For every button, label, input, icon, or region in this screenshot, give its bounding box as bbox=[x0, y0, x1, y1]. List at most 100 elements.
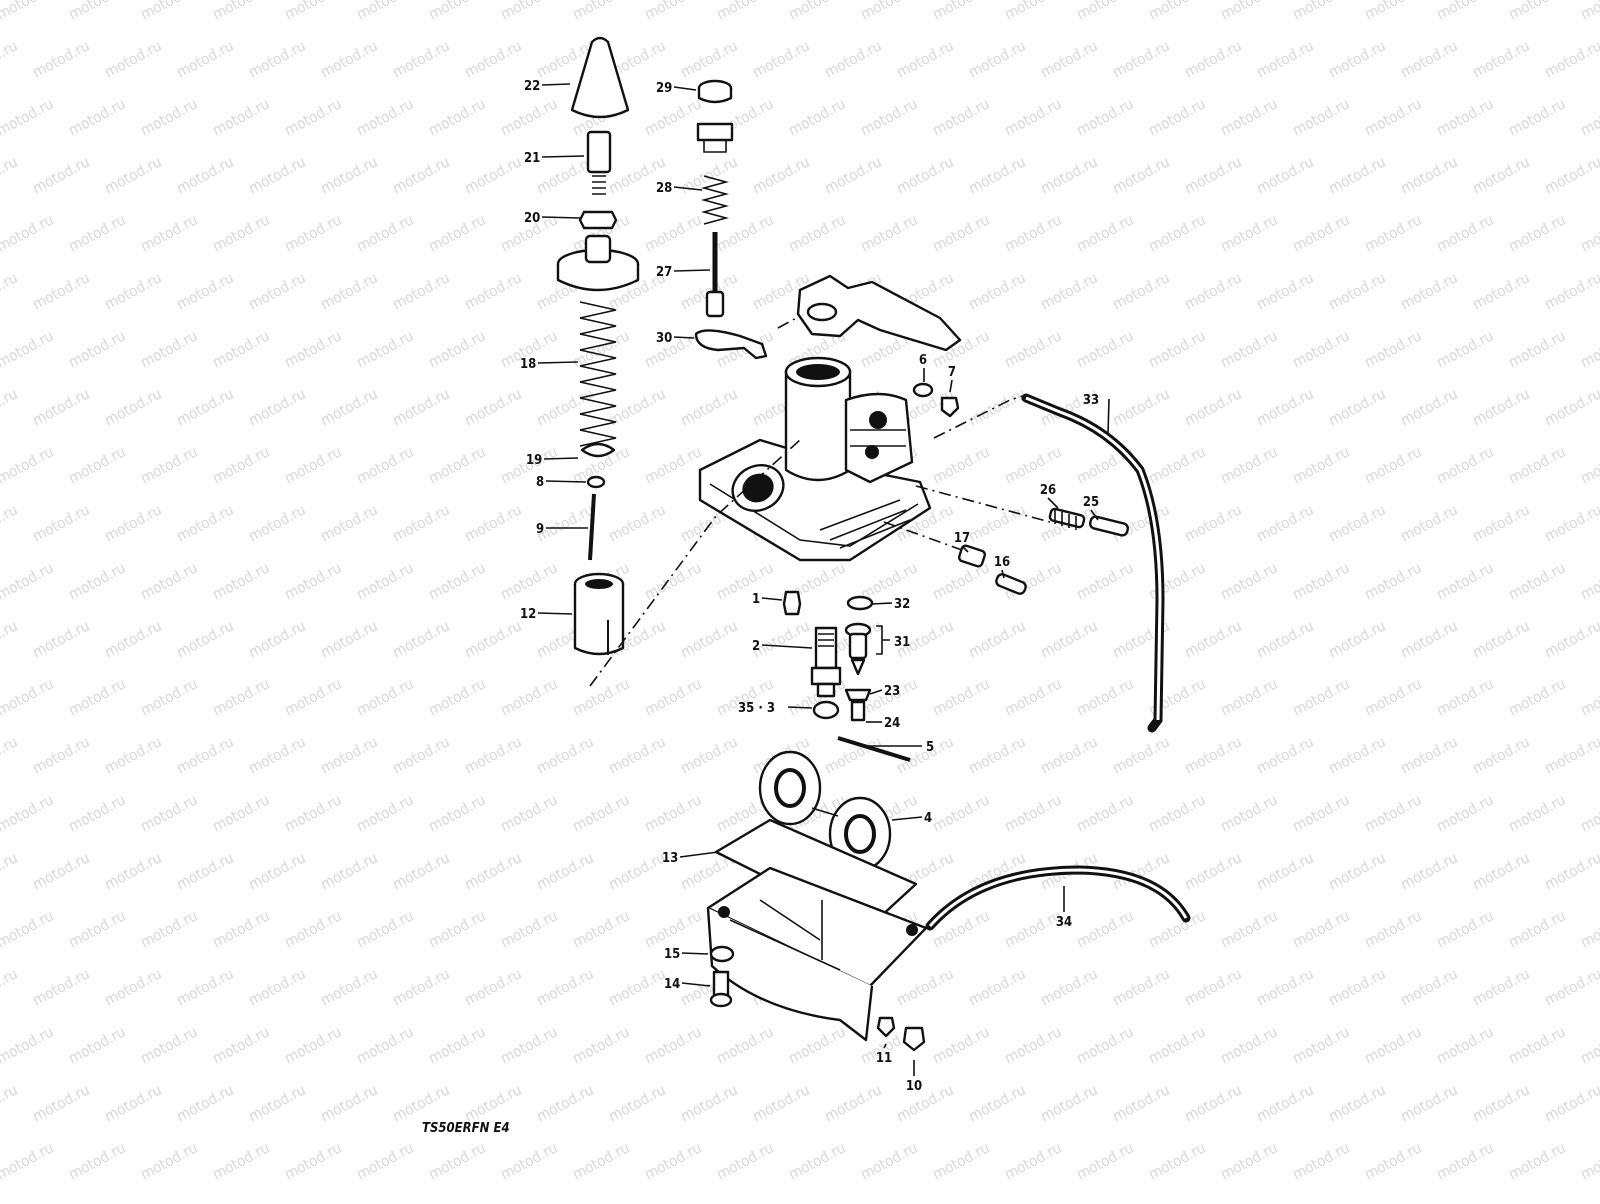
watermark-text: motod.ru bbox=[173, 269, 236, 314]
watermark-text: motod.ru bbox=[317, 965, 380, 1010]
watermark-text: motod.ru bbox=[965, 965, 1028, 1010]
watermark-text: motod.ru bbox=[641, 0, 704, 24]
watermark-text: motod.ru bbox=[1433, 559, 1496, 604]
watermark-text: motod.ru bbox=[1541, 965, 1600, 1010]
watermark-text: motod.ru bbox=[353, 907, 416, 952]
watermark-text: motod.ru bbox=[389, 385, 452, 430]
watermark-text: motod.ru bbox=[785, 1023, 848, 1068]
watermark-text: motod.ru bbox=[389, 269, 452, 314]
watermark-text: motod.ru bbox=[0, 907, 57, 952]
leader-line bbox=[883, 1043, 887, 1049]
watermark-text: motod.ru bbox=[461, 617, 524, 662]
alignment-line-overflow bbox=[933, 395, 1023, 439]
leader-line bbox=[1090, 509, 1099, 521]
watermark-text: motod.ru bbox=[605, 1197, 668, 1200]
watermark-text: motod.ru bbox=[1037, 269, 1100, 314]
watermark-text: motod.ru bbox=[1217, 1139, 1280, 1184]
screw-23-part bbox=[844, 688, 872, 702]
watermark-text: motod.ru bbox=[1541, 153, 1600, 198]
watermark-text: motod.ru bbox=[173, 501, 236, 546]
watermark-text: motod.ru bbox=[1433, 791, 1496, 836]
watermark-text: motod.ru bbox=[1505, 559, 1568, 604]
starter-nut-thread bbox=[703, 140, 727, 153]
watermark-text: motod.ru bbox=[1181, 733, 1244, 778]
watermark-text: motod.ru bbox=[317, 269, 380, 314]
watermark-text: motod.ru bbox=[857, 0, 920, 24]
float-chamber-body-part bbox=[706, 866, 928, 1042]
watermark-text: motod.ru bbox=[425, 443, 488, 488]
watermark-text: motod.ru bbox=[65, 327, 128, 372]
watermark-text: motod.ru bbox=[569, 791, 632, 836]
watermark-text: motod.ru bbox=[1037, 1081, 1100, 1126]
watermark-text: motod.ru bbox=[425, 327, 488, 372]
watermark-text: motod.ru bbox=[389, 37, 452, 82]
watermark-text: motod.ru bbox=[1505, 211, 1568, 256]
watermark-text: motod.ru bbox=[1109, 965, 1172, 1010]
leader-line bbox=[681, 952, 709, 955]
watermark-text: motod.ru bbox=[461, 385, 524, 430]
watermark-text: motod.ru bbox=[29, 733, 92, 778]
watermark-text: motod.ru bbox=[965, 733, 1028, 778]
watermark-text: motod.ru bbox=[137, 211, 200, 256]
watermark-text: motod.ru bbox=[1109, 269, 1172, 314]
watermark-text: motod.ru bbox=[137, 907, 200, 952]
watermark-text: motod.ru bbox=[749, 1081, 812, 1126]
callout-14: 14 bbox=[664, 977, 680, 992]
jet-needle-part bbox=[588, 493, 596, 561]
watermark-text: motod.ru bbox=[1325, 733, 1388, 778]
watermark-text: motod.ru bbox=[137, 1139, 200, 1184]
watermark-text: motod.ru bbox=[317, 501, 380, 546]
leader-line bbox=[673, 269, 711, 272]
watermark-text: motod.ru bbox=[1325, 153, 1388, 198]
leader-line bbox=[541, 216, 581, 219]
leader-line bbox=[673, 186, 703, 191]
watermark-text: motod.ru bbox=[281, 0, 344, 24]
watermark-text: motod.ru bbox=[1181, 1197, 1244, 1200]
drain-tube-34-core bbox=[928, 868, 1188, 927]
watermark-text: motod.ru bbox=[497, 1139, 560, 1184]
watermark-text: motod.ru bbox=[65, 211, 128, 256]
watermark-text: motod.ru bbox=[1289, 559, 1352, 604]
watermark-text: motod.ru bbox=[1073, 675, 1136, 720]
main-jet-3-part bbox=[812, 700, 840, 720]
watermark-text: motod.ru bbox=[533, 849, 596, 894]
throttle-valve-part bbox=[573, 572, 625, 656]
washer-15-part bbox=[709, 945, 735, 963]
callout-1: 1 bbox=[752, 592, 760, 607]
watermark-text: motod.ru bbox=[1001, 791, 1064, 836]
watermark-text: motod.ru bbox=[0, 849, 21, 894]
watermark-text: motod.ru bbox=[1505, 1139, 1568, 1184]
pilot-jet-1-part bbox=[782, 590, 802, 616]
watermark-text: motod.ru bbox=[245, 1197, 308, 1200]
watermark-text: motod.ru bbox=[1397, 849, 1460, 894]
watermark-text: motod.ru bbox=[821, 733, 884, 778]
watermark-text: motod.ru bbox=[1541, 269, 1600, 314]
watermark-text: motod.ru bbox=[497, 675, 560, 720]
watermark-text: motod.ru bbox=[209, 1139, 272, 1184]
watermark-text: motod.ru bbox=[641, 907, 704, 952]
watermark-text: motod.ru bbox=[929, 211, 992, 256]
watermark-text: motod.ru bbox=[209, 675, 272, 720]
watermark-text: motod.ru bbox=[389, 1197, 452, 1200]
watermark-text: motod.ru bbox=[497, 559, 560, 604]
watermark-text: motod.ru bbox=[1073, 1139, 1136, 1184]
watermark-text: motod.ru bbox=[569, 675, 632, 720]
watermark-text: motod.ru bbox=[281, 1139, 344, 1184]
drain-plug-10-part bbox=[902, 1026, 926, 1052]
watermark-text: motod.ru bbox=[1181, 501, 1244, 546]
watermark-text: motod.ru bbox=[65, 559, 128, 604]
watermark-text: motod.ru bbox=[137, 791, 200, 836]
watermark-text: motod.ru bbox=[0, 0, 57, 24]
watermark-text: motod.ru bbox=[605, 733, 668, 778]
watermark-text: motod.ru bbox=[101, 1197, 164, 1200]
watermark-text: motod.ru bbox=[1109, 37, 1172, 82]
watermark-text: motod.ru bbox=[965, 1081, 1028, 1126]
watermark-text: motod.ru bbox=[1433, 443, 1496, 488]
watermark-text: motod.ru bbox=[1325, 1197, 1388, 1200]
leader-line bbox=[761, 597, 783, 601]
callout-27: 27 bbox=[656, 265, 672, 280]
watermark-text: motod.ru bbox=[1145, 907, 1208, 952]
watermark-text: motod.ru bbox=[29, 1197, 92, 1200]
watermark-text: motod.ru bbox=[1289, 1139, 1352, 1184]
